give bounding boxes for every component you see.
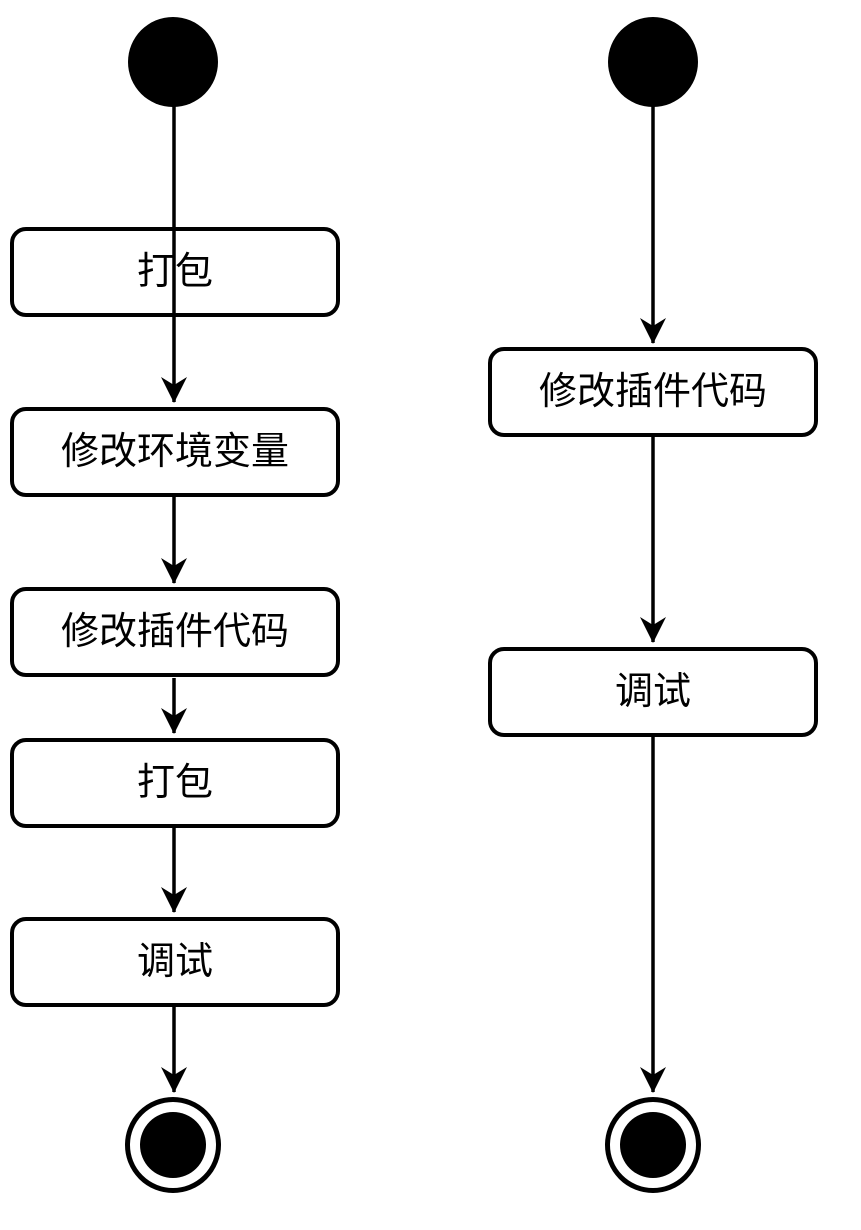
final-node-core-icon [620,1112,686,1178]
activity-box-right-2: 调试 [488,647,818,737]
activity-label: 调试 [136,941,213,983]
activity-label: 打包 [136,251,213,293]
activity-label: 修改插件代码 [60,611,289,653]
final-node-core-icon [140,1112,206,1178]
activity-label: 修改环境变量 [60,431,289,473]
activity-label: 修改插件代码 [538,371,767,413]
activity-box-left-1: 打包 [10,227,340,317]
activity-label: 调试 [614,671,691,713]
activity-box-right-1: 修改插件代码 [488,347,818,437]
activity-box-left-4: 打包 [10,738,340,828]
activity-box-left-5: 调试 [10,917,340,1007]
activity-box-left-3: 修改插件代码 [10,587,340,677]
final-node-icon [125,1097,221,1193]
activity-label: 打包 [136,762,213,804]
initial-node-icon [608,17,698,107]
activity-box-left-2: 修改环境变量 [10,407,340,497]
initial-node-icon [128,17,218,107]
final-node-icon [605,1097,701,1193]
